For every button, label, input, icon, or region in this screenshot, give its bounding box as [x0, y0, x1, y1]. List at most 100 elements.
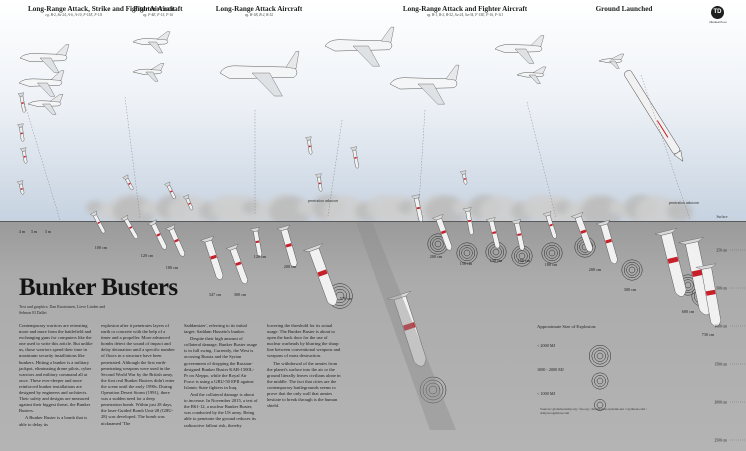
logo-site: tiltedearth.eu: [709, 20, 727, 24]
legend-row-label: 1000 - 2000 MJ: [537, 366, 564, 372]
crater: [541, 242, 563, 264]
bomb-fins: [276, 224, 291, 231]
bomb-fins: [654, 228, 677, 236]
bomb-fins: [678, 237, 704, 245]
paragraph: Saddamizer', referring to its initial ta…: [184, 323, 247, 335]
logo-badge: TD: [711, 6, 724, 19]
explosion-ring: [428, 385, 438, 395]
bomb-fins: [200, 235, 215, 243]
wing: [528, 74, 541, 84]
tail-fin: [156, 31, 171, 41]
bomb-fins: [432, 214, 444, 221]
bomb: [90, 210, 106, 234]
missile-mark: [656, 120, 669, 138]
aircraft-fighter-small: [516, 66, 547, 84]
tail-fin: [610, 53, 625, 60]
bomb-band: [667, 256, 679, 264]
aircraft-fighter-small: [598, 53, 625, 69]
wing: [145, 71, 159, 82]
bomb-body: [204, 239, 224, 280]
bomb-body: [168, 228, 185, 257]
bomb-band: [605, 238, 612, 244]
bomb: [570, 211, 593, 253]
surface-label: Surface: [717, 215, 728, 219]
bomb: [411, 194, 424, 222]
bomb-fins: [122, 174, 129, 180]
bomb: [678, 237, 713, 316]
bomb-band: [402, 322, 416, 331]
sky: [0, 0, 746, 222]
bomb-fins: [570, 211, 584, 219]
bomb: [122, 174, 134, 191]
bomb: [511, 219, 525, 251]
bomb-band: [210, 254, 217, 260]
explosion-ring: [461, 247, 473, 259]
legend-row: 1000 - 2000 MJ: [537, 357, 657, 381]
wing: [41, 103, 57, 115]
legend-row-label: < 2000 MJ: [537, 342, 556, 348]
missile-nose: [673, 150, 684, 162]
depth-label: 3 m: [45, 229, 52, 234]
explosion-ring: [425, 382, 441, 398]
bomb-body: [701, 267, 722, 327]
bomb-body: [19, 126, 25, 142]
bomb-band: [549, 223, 553, 227]
explosion-ring: [543, 244, 561, 262]
bomb-fins: [459, 170, 467, 175]
aircraft-fighter: [27, 94, 64, 115]
bomb: [305, 136, 313, 155]
explosion-ring: [463, 249, 471, 257]
aircraft-b1: [494, 35, 545, 64]
bomb-band: [354, 156, 357, 159]
depth-label: 300 cm: [234, 292, 247, 297]
bomb-fins: [305, 136, 312, 141]
smoke-clouds: [86, 194, 693, 228]
bomb-body: [660, 232, 687, 297]
explosion-ring: [628, 266, 636, 274]
bomb: [225, 243, 248, 285]
bomb-fins: [90, 210, 97, 217]
bomb: [432, 214, 453, 251]
bomb-fins: [302, 243, 324, 252]
tail-fin: [530, 35, 545, 47]
bomb-band: [580, 229, 587, 234]
bomb-fins: [182, 194, 189, 200]
depth-label: 347 cm: [209, 292, 222, 297]
legend-ring: [596, 352, 604, 360]
explosion-ring: [492, 248, 500, 256]
explosion-ring: [456, 242, 478, 264]
bomb-body: [545, 214, 557, 239]
aircraft-b52: [19, 44, 70, 73]
bomb-band: [705, 289, 716, 296]
bomb-fins: [315, 173, 322, 178]
bomb: [485, 217, 501, 249]
depth-label: 180 cm: [545, 262, 558, 267]
bomb-body: [150, 223, 167, 250]
bomb-band: [97, 221, 101, 225]
bomb: [165, 224, 185, 257]
explosion-ring: [516, 250, 528, 262]
explosion-ring: [626, 264, 638, 276]
bomb-band: [517, 233, 522, 237]
bomb-fins: [250, 227, 260, 232]
bomb-body: [308, 247, 338, 306]
legend-row: < 1000 MJ: [537, 381, 657, 405]
bomb-group: [16, 92, 722, 430]
bomb-band: [492, 231, 497, 235]
sources: Sources: globalsecurity.org / fas.org / …: [540, 407, 647, 416]
credits: Text and graphics: Dan Ruotsinsen, Lieve…: [19, 304, 106, 315]
tail-fin: [380, 26, 395, 43]
bomb-fins: [462, 207, 472, 212]
legend-ring: [596, 401, 604, 409]
tail-fin: [55, 44, 70, 56]
wing: [36, 82, 56, 97]
legend-ring: [594, 399, 606, 411]
bomb-fins: [16, 180, 24, 185]
bomb-band: [20, 188, 23, 190]
bomb-fins: [350, 146, 358, 151]
fall-trail: [526, 101, 557, 219]
scale-label: 2500 cm: [715, 439, 728, 443]
depth-label: 200 cm: [589, 267, 602, 272]
